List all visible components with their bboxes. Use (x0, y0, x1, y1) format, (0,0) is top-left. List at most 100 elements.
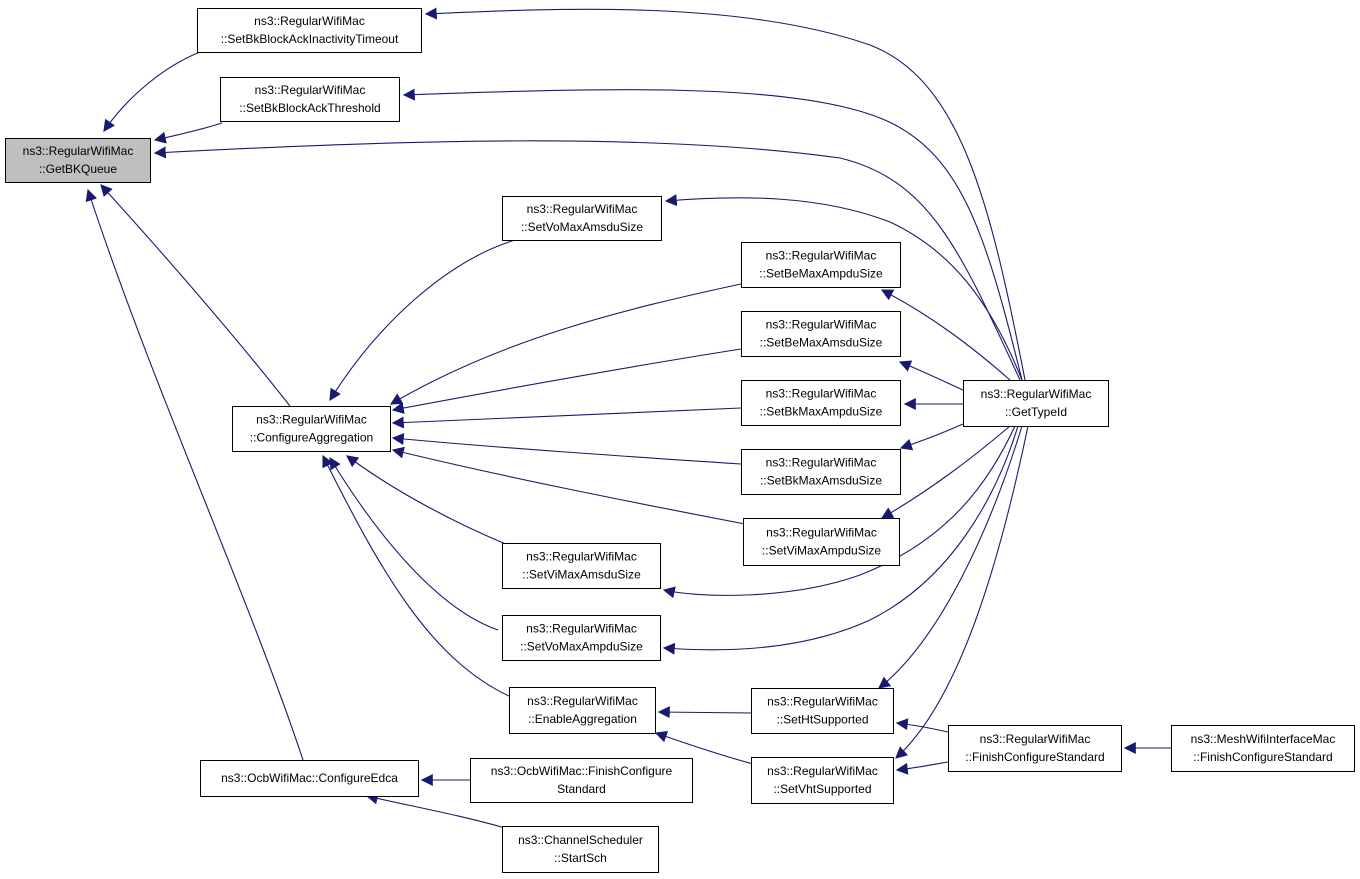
node-label-line: ::SetBkBlockAckThreshold (239, 101, 380, 115)
edge-setbemaxamsdusize-to-configureaggregation (391, 348, 742, 414)
node-label-line: ns3::RegularWifiMac (766, 249, 877, 263)
edge-gettypeid-to-setvhtsupported (895, 425, 1029, 759)
edge-gettypeid-to-setvomaxamsdusize (664, 194, 1023, 381)
node-label-line: ::GetTypeId (1005, 405, 1067, 419)
edge-setbkblockackinactivitytimeout-to-getbkqueue (103, 51, 201, 132)
edge-gettypeid-to-getbkqueue (153, 140, 1021, 381)
edges-layer (85, 7, 1171, 829)
node-label-line: ::SetViMaxAmsduSize (522, 568, 641, 582)
node-label-line: ::SetBeMaxAmsduSize (760, 336, 883, 350)
node-label-line: ns3::RegularWifiMac (527, 694, 638, 708)
node-label-line: ::SetBkMaxAmsduSize (760, 474, 882, 488)
node-label-line: ns3::RegularWifiMac (254, 14, 365, 28)
node-sethtsupported[interactable]: ns3::RegularWifiMac::SetHtSupported (751, 688, 894, 734)
edge-gettypeid-to-setbemaxamsdusize (898, 360, 964, 391)
edge-gettypeid-to-setbkblockackthreshold (402, 88, 1023, 381)
node-label-line: ns3::RegularWifiMac (981, 387, 1092, 401)
node-box (470, 758, 693, 803)
node-label-line: ::SetVoMaxAmpduSize (520, 640, 643, 654)
node-label-line: Standard (557, 782, 606, 796)
node-box (5, 138, 151, 183)
node-meshfinishconfigurestandard[interactable]: ns3::MeshWifiInterfaceMac::FinishConfigu… (1171, 725, 1355, 772)
node-setvhtsupported[interactable]: ns3::RegularWifiMac::SetVhtSupported (751, 757, 894, 804)
node-label-line: ns3::RegularWifiMac (256, 413, 367, 427)
node-label-line: ns3::RegularWifiMac (255, 83, 366, 97)
node-label-line: ::StartSch (554, 851, 607, 865)
node-box (948, 725, 1122, 772)
node-box (502, 543, 661, 589)
node-label-line: ns3::OcbWifiMac::ConfigureEdca (221, 771, 398, 785)
node-box (232, 406, 391, 452)
edge-startsch-to-configureedca (365, 792, 506, 829)
node-finishconfigurestandard[interactable]: ns3::RegularWifiMac::FinishConfigureStan… (948, 725, 1122, 772)
node-label-line: ns3::RegularWifiMac (766, 387, 877, 401)
node-box (1171, 725, 1355, 772)
node-label-line: ::SetVhtSupported (773, 782, 871, 796)
node-getbkqueue[interactable]: ns3::RegularWifiMac::GetBKQueue (5, 138, 151, 183)
edge-gettypeid-to-setbkmaxamsdusize (899, 423, 964, 451)
node-label-line: ns3::RegularWifiMac (980, 732, 1091, 746)
node-label-line: ::SetVoMaxAmsduSize (521, 220, 643, 234)
node-label-line: ns3::RegularWifiMac (766, 526, 877, 540)
node-box (751, 757, 894, 804)
node-setvimaxamsdusize[interactable]: ns3::RegularWifiMac::SetViMaxAmsduSize (502, 543, 661, 589)
node-label-line: ns3::RegularWifiMac (766, 456, 877, 470)
edge-setvimaxamsdusize-to-configureaggregation (346, 455, 509, 546)
node-box (741, 380, 901, 426)
edge-gettypeid-to-setvimaxampdusize (880, 425, 1011, 519)
node-setbemaxamsdusize[interactable]: ns3::RegularWifiMac::SetBeMaxAmsduSize (741, 311, 901, 357)
node-startsch[interactable]: ns3::ChannelScheduler::StartSch (502, 826, 659, 873)
node-setvomaxampdusize[interactable]: ns3::RegularWifiMac::SetVoMaxAmpduSize (502, 615, 661, 661)
node-label-line: ns3::RegularWifiMac (766, 318, 877, 332)
edge-enableaggregation-to-configureaggregation (322, 454, 512, 698)
node-label-line: ns3::RegularWifiMac (526, 622, 637, 636)
node-setbkmaxampdusize[interactable]: ns3::RegularWifiMac::SetBkMaxAmpduSize (741, 380, 901, 426)
node-configureaggregation[interactable]: ns3::RegularWifiMac::ConfigureAggregatio… (232, 406, 391, 452)
edge-setvhtsupported-to-enableaggregation (654, 730, 754, 765)
node-label-line: ::SetBeMaxAmpduSize (759, 267, 883, 281)
node-box (197, 8, 422, 53)
edge-gettypeid-to-setvomaxampdusize (662, 425, 1019, 655)
node-label-line: ns3::ChannelScheduler (518, 833, 643, 847)
node-label-line: ::SetBkMaxAmpduSize (760, 405, 883, 419)
node-setvimaxampdusize[interactable]: ns3::RegularWifiMac::SetViMaxAmpduSize (743, 518, 900, 566)
node-box (502, 615, 661, 661)
node-box (743, 518, 900, 566)
node-label-line: ns3::RegularWifiMac (23, 144, 134, 158)
node-setbkblockackinactivitytimeout[interactable]: ns3::RegularWifiMac::SetBkBlockAckInacti… (197, 8, 422, 53)
edge-sethtsupported-to-enableaggregation (657, 706, 752, 719)
node-setbkmaxamsdusize[interactable]: ns3::RegularWifiMac::SetBkMaxAmsduSize (741, 449, 901, 495)
node-setbemaxampdusize[interactable]: ns3::RegularWifiMac::SetBeMaxAmpduSize (741, 242, 901, 288)
edge-setbkmaxamsdusize-to-configureaggregation (391, 433, 742, 465)
node-gettypeid[interactable]: ns3::RegularWifiMac::GetTypeId (963, 380, 1109, 427)
node-label-line: ns3::RegularWifiMac (526, 550, 637, 564)
node-box (741, 311, 901, 357)
edge-setvomaxampdusize-to-configureaggregation (329, 456, 499, 631)
edge-finishconfigurestandard-to-setvhtsupported (895, 761, 949, 775)
node-label-line: ns3::MeshWifiInterfaceMac (1191, 732, 1336, 746)
edge-gettypeid-to-setbemaxampdusize (880, 289, 1011, 381)
node-label-line: ::SetHtSupported (776, 713, 868, 727)
node-label-line: ns3::RegularWifiMac (767, 764, 878, 778)
node-ocbfinishconfigurestandard[interactable]: ns3::OcbWifiMac::FinishConfigureStandard (470, 758, 693, 803)
node-box (502, 826, 659, 873)
edge-setvimaxampdusize-to-configureaggregation (391, 446, 746, 525)
node-label-line: ::FinishConfigureStandard (1193, 750, 1332, 764)
edge-setvomaxamsdusize-to-configureaggregation (329, 239, 516, 402)
node-setbkblockackthreshold[interactable]: ns3::RegularWifiMac::SetBkBlockAckThresh… (220, 77, 400, 122)
edge-setbkmaxampdusize-to-configureaggregation (391, 407, 742, 429)
node-box (741, 449, 901, 495)
node-box (751, 688, 894, 734)
node-enableaggregation[interactable]: ns3::RegularWifiMac::EnableAggregation (509, 687, 656, 734)
edge-configureaggregation-to-getbkqueue (100, 184, 291, 407)
node-box (741, 242, 901, 288)
node-box (220, 77, 400, 122)
node-label-line: ::GetBKQueue (39, 162, 117, 176)
node-label-line: ::SetViMaxAmpduSize (762, 544, 881, 558)
edge-setbkblockackthreshold-to-getbkqueue (153, 122, 223, 144)
node-setvomaxamsdusize[interactable]: ns3::RegularWifiMac::SetVoMaxAmsduSize (502, 196, 662, 241)
node-box (200, 760, 419, 797)
node-configureedca[interactable]: ns3::OcbWifiMac::ConfigureEdca (200, 760, 419, 797)
node-box (509, 687, 656, 734)
